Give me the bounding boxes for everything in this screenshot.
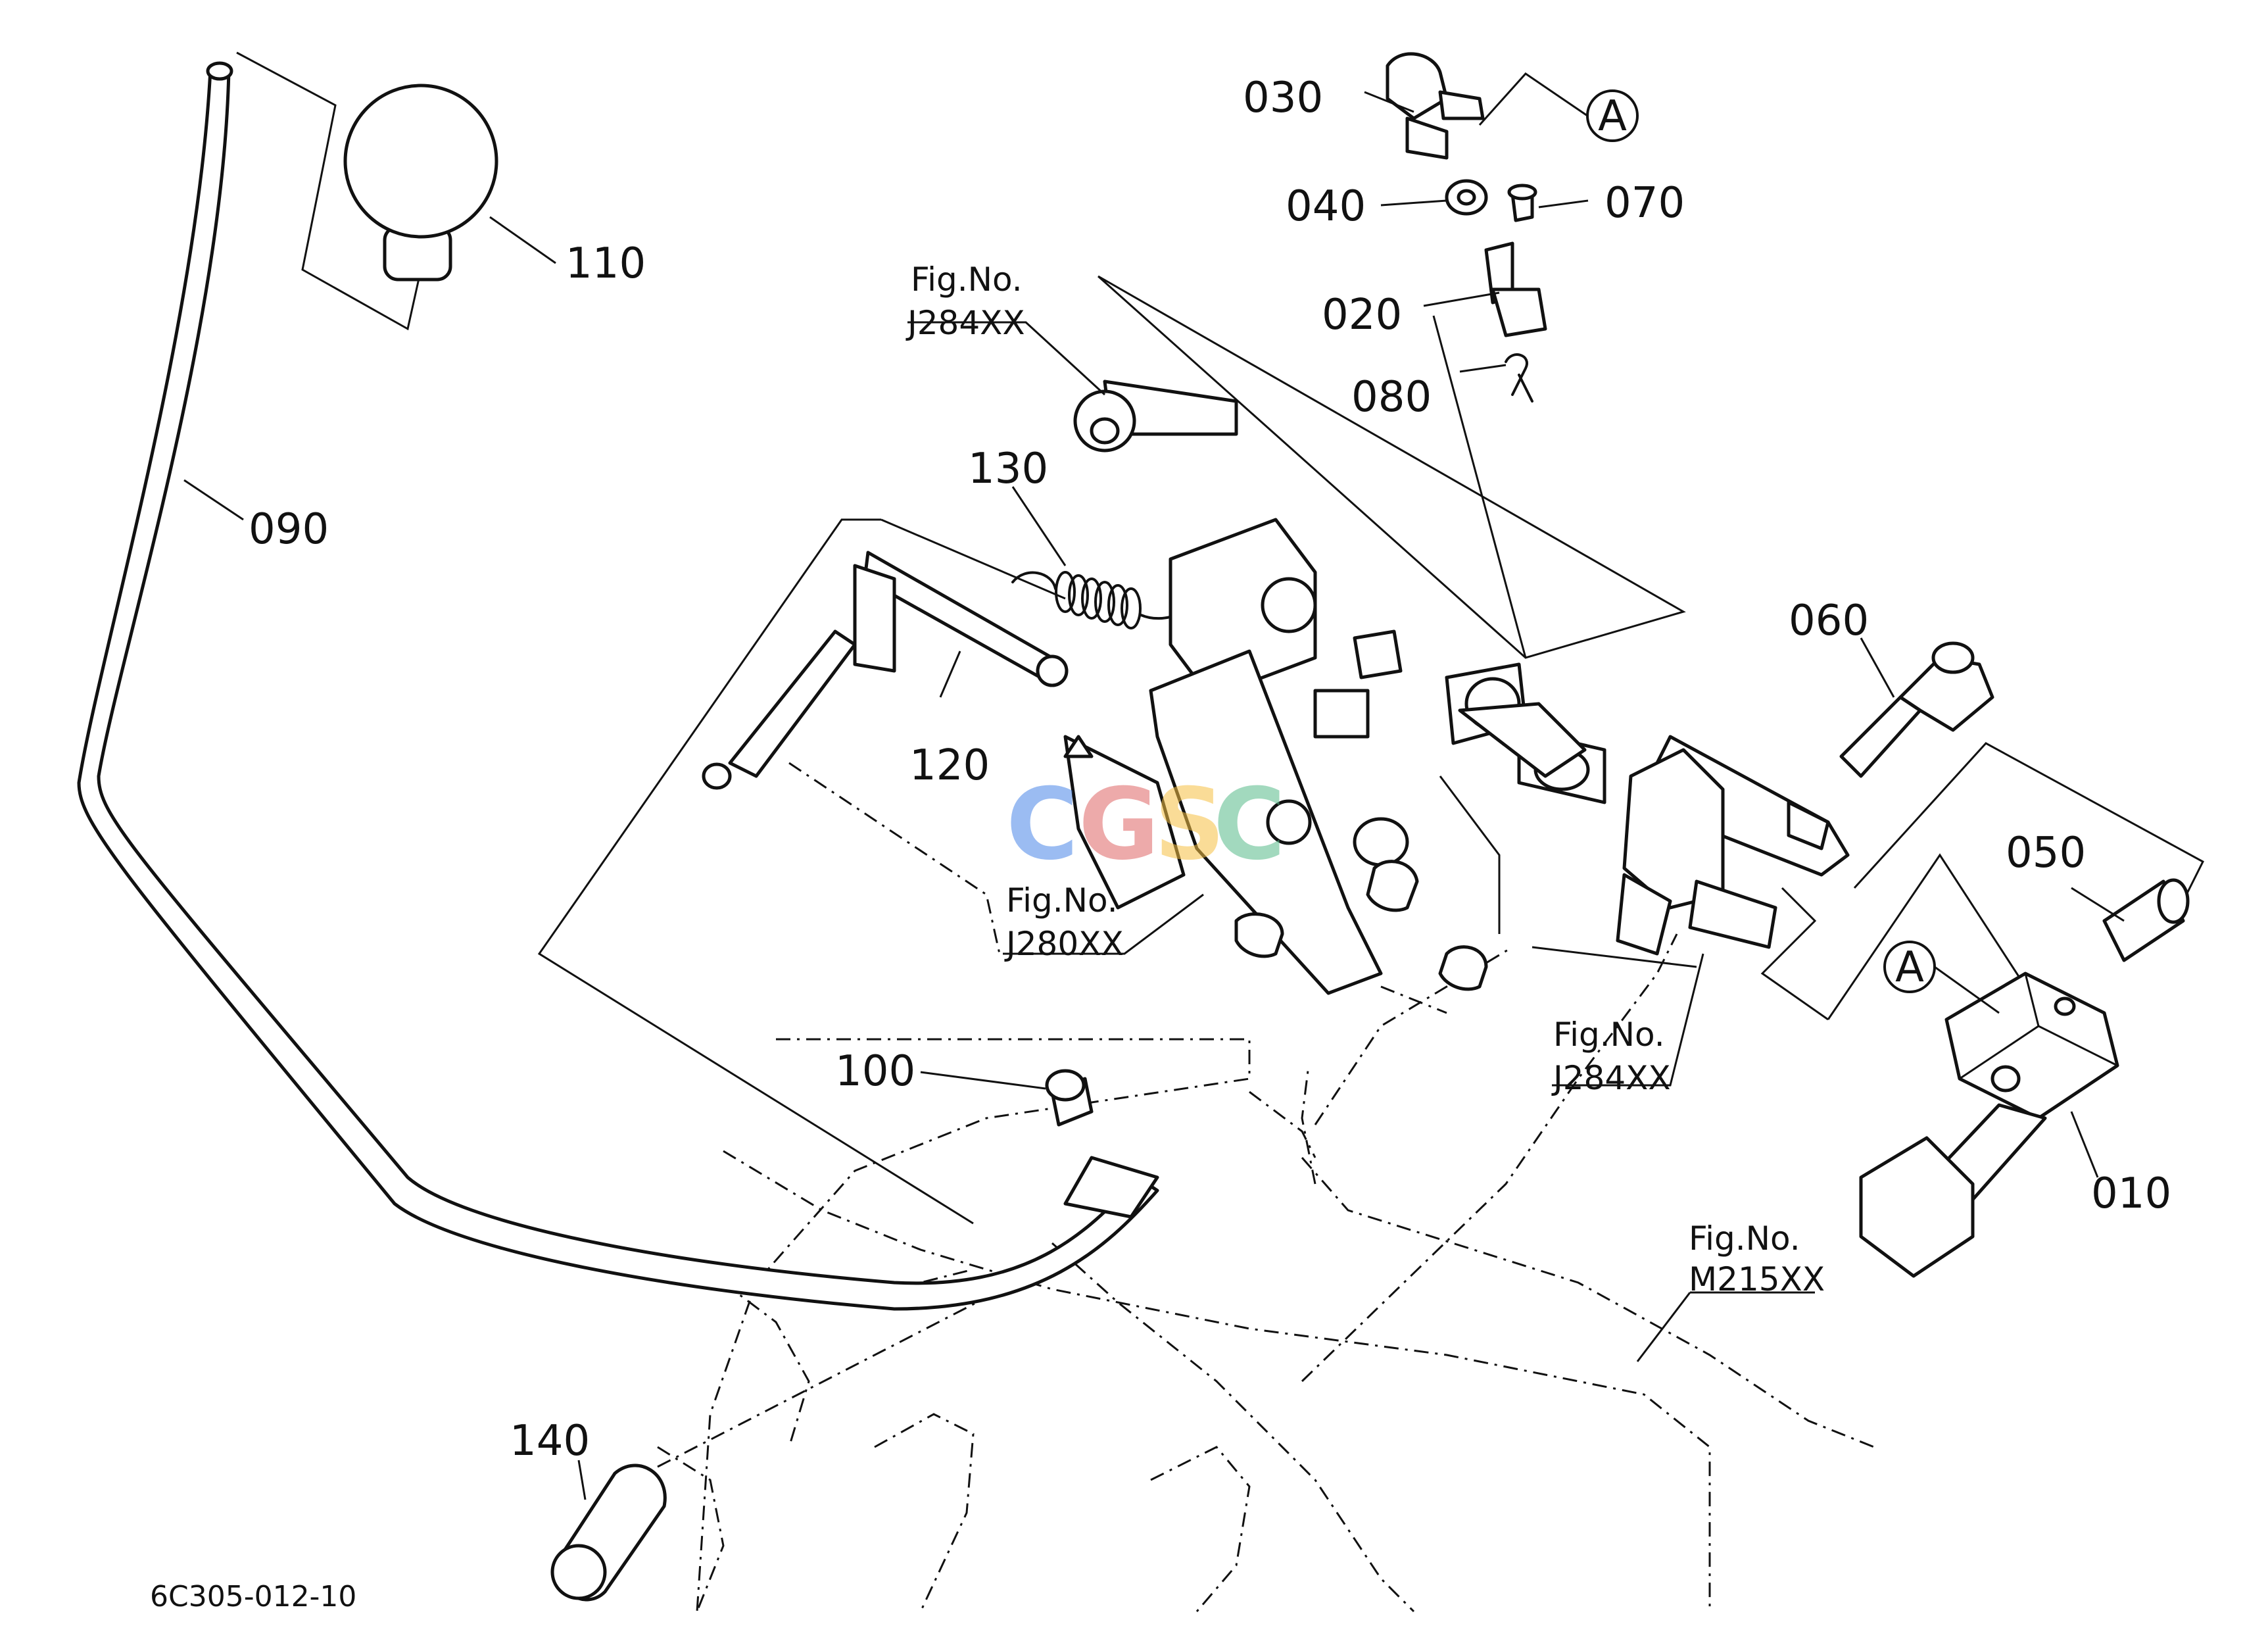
transmission-housing-outline — [657, 1038, 1875, 1613]
center-bracket-assembly — [1063, 518, 1606, 1014]
sleeve-050 — [2102, 878, 2190, 962]
grip-140 — [550, 1463, 667, 1602]
ref-j284-top: J284XX — [905, 304, 1025, 342]
label-110: 110 — [566, 239, 646, 288]
fitting-030 — [1386, 52, 1485, 160]
label-070: 070 — [1604, 179, 1685, 228]
ref-j284-right: J284XX — [1551, 1059, 1671, 1097]
spring-130 — [1011, 571, 1188, 629]
label-020: 020 — [1322, 291, 1402, 339]
watermark-logo: C G S C — [1006, 768, 1286, 882]
figure-references: Fig.No. J284XX Fig.No. J280XX Fig.No. J2… — [905, 260, 1825, 1298]
fitting-020 — [1484, 241, 1547, 337]
cap-nut-100 — [1045, 1069, 1159, 1219]
ref-m215: M215XX — [1689, 1260, 1825, 1298]
label-080: 080 — [1351, 373, 1432, 422]
j284-bracket-top — [1073, 380, 1238, 453]
ref-j280: J280XX — [1004, 925, 1124, 963]
washer-040 — [1445, 179, 1488, 216]
label-050: 050 — [2006, 829, 2086, 877]
clip-080 — [1505, 353, 1533, 403]
label-090: 090 — [249, 505, 329, 554]
bolt-060 — [1839, 641, 1994, 778]
label-060: 060 — [1789, 597, 1869, 645]
callout-a-right: A — [1883, 941, 2000, 1014]
part-labels: 030 040 070 020 080 110 090 130 120 100 … — [249, 74, 2171, 1465]
label-040: 040 — [1286, 182, 1366, 231]
label-leaders — [183, 91, 2125, 1500]
ref-fig-label-right: Fig.No. — [1553, 1016, 1665, 1054]
ref-fig-label-center: Fig.No. — [1006, 881, 1118, 920]
label-030: 030 — [1243, 74, 1323, 122]
watermark-letter-s: S — [1154, 768, 1225, 882]
drawing-code: 6C305-012-10 — [150, 1580, 356, 1613]
callout-a-top: A — [1478, 72, 1639, 142]
label-010: 010 — [2091, 1169, 2171, 1218]
label-120: 120 — [909, 741, 990, 790]
label-130: 130 — [968, 445, 1048, 493]
watermark-letter-c2: C — [1213, 768, 1286, 882]
ref-fig-label-top: Fig.No. — [911, 260, 1023, 299]
screw-070 — [1507, 184, 1537, 222]
ref-fig-label-bottom: Fig.No. — [1689, 1219, 1800, 1258]
ball-knob-110 — [343, 84, 498, 282]
j284-bracket-right — [1458, 702, 1850, 956]
watermark-letter-g: G — [1078, 768, 1159, 882]
lever-rod-090 — [77, 61, 1159, 1311]
callout-a-right-text: A — [1895, 943, 1924, 992]
label-100: 100 — [835, 1047, 915, 1096]
shaft-arm-120 — [702, 551, 1069, 790]
label-140: 140 — [510, 1417, 590, 1465]
block-010 — [1859, 971, 2119, 1278]
watermark-letter-c1: C — [1006, 768, 1078, 882]
assembly-guide-lines — [236, 51, 2204, 1468]
callout-a-top-text: A — [1598, 92, 1627, 141]
